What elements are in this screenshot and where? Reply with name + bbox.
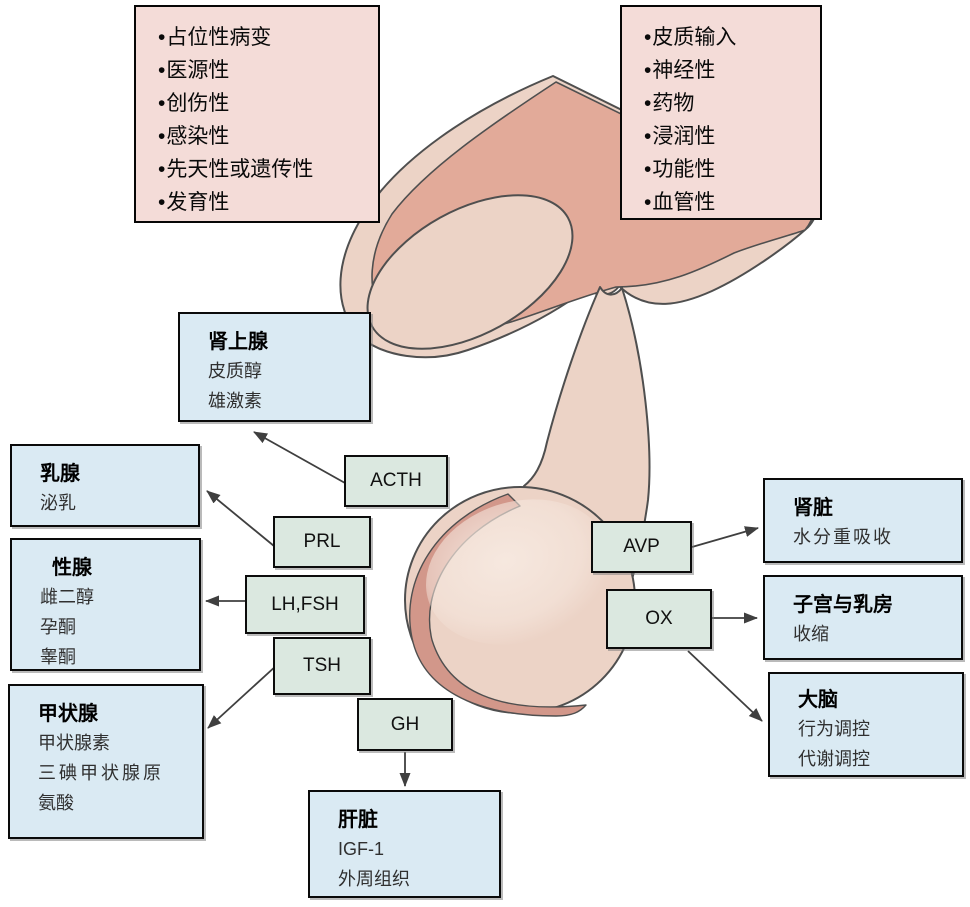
- prl-label: PRL: [303, 531, 341, 552]
- target-box-brain: 大脑 行为调控 代谢调控: [768, 672, 964, 777]
- mammary-line: 泌乳: [40, 493, 76, 513]
- etiology-item: 功能性: [644, 153, 812, 186]
- target-box-liver: 肝脏 IGF-1 外周组织: [308, 790, 501, 898]
- acth-label: ACTH: [370, 470, 422, 491]
- adrenal-title: 肾上腺: [208, 331, 268, 353]
- hormone-box-acth: ACTH: [344, 455, 448, 507]
- pituitary-highlight: [426, 499, 610, 645]
- arrow-avp-to-kidney: [691, 526, 759, 548]
- hypothalamus-oval: [366, 194, 574, 350]
- kidney-title: 肾脏: [793, 497, 833, 519]
- gonad-line: 睾酮: [40, 647, 76, 667]
- etiology-item: 发育性: [158, 186, 370, 219]
- lh-fsh-label: LH,FSH: [271, 593, 339, 615]
- avp-label: AVP: [623, 536, 660, 557]
- gh-label: GH: [390, 713, 420, 735]
- etiology-item: 血管性: [644, 186, 812, 219]
- gonad-title: 性腺: [52, 557, 92, 579]
- adrenal-line: 雄激素: [208, 391, 262, 411]
- thyroid-line: 三碘甲状腺原: [38, 763, 164, 783]
- hormone-box-prl: PRL: [273, 516, 371, 568]
- hormone-box-lh-fsh: LH,FSH: [245, 575, 365, 634]
- uterus-breast-line: 收缩: [793, 624, 829, 644]
- uterus-breast-title: 子宫与乳房: [793, 594, 893, 616]
- arrow-ox-to-brain: [687, 650, 763, 722]
- target-box-mammary: 乳腺 泌乳: [10, 444, 200, 527]
- liver-title: 肝脏: [338, 809, 378, 831]
- gonad-line: 孕酮: [40, 617, 76, 637]
- thyroid-line: 氨酸: [38, 793, 74, 813]
- arrow-acth-to-adrenal: [253, 431, 346, 484]
- kidney-line: 水分重吸收: [793, 527, 893, 547]
- etiology-left-list: 占位性病变 医源性 创伤性 感染性 先天性或遗传性 发育性: [136, 7, 378, 219]
- hormone-box-avp: AVP: [591, 521, 692, 573]
- target-box-thyroid: 甲状腺 甲状腺素 三碘甲状腺原 氨酸: [8, 684, 204, 839]
- hormone-box-gh: GH: [357, 698, 453, 751]
- target-box-gonad: 性腺 雌二醇 孕酮 睾酮: [10, 538, 201, 671]
- gonad-line: 雌二醇: [40, 587, 94, 607]
- etiology-item: 浸润性: [644, 120, 812, 153]
- arrow-prl-to-mammary: [206, 490, 275, 547]
- target-box-adrenal: 肾上腺 皮质醇 雄激素: [178, 312, 371, 422]
- etiology-item: 皮质输入: [644, 21, 812, 54]
- target-box-kidney: 肾脏 水分重吸收: [763, 478, 963, 563]
- ox-label: OX: [645, 608, 673, 629]
- liver-line: IGF-1: [338, 839, 385, 859]
- arrow-tsh-to-thyroid: [207, 664, 278, 729]
- etiology-item: 感染性: [158, 120, 370, 153]
- hormone-box-tsh: TSH: [273, 637, 371, 695]
- etiology-box-hypothalamus-causes: 皮质输入 神经性 药物 浸润性 功能性 血管性: [620, 5, 822, 220]
- etiology-item: 医源性: [158, 54, 370, 87]
- etiology-item: 药物: [644, 87, 812, 120]
- tsh-label: TSH: [303, 655, 341, 676]
- etiology-box-pituitary-causes: 占位性病变 医源性 创伤性 感染性 先天性或遗传性 发育性: [134, 5, 380, 223]
- brain-title: 大脑: [798, 689, 838, 711]
- etiology-item: 占位性病变: [158, 21, 370, 54]
- brain-line: 代谢调控: [798, 749, 870, 769]
- etiology-item: 创伤性: [158, 87, 370, 120]
- thyroid-line: 甲状腺素: [38, 733, 110, 753]
- adrenal-line: 皮质醇: [208, 361, 262, 381]
- hormone-box-ox: OX: [606, 589, 712, 649]
- mammary-title: 乳腺: [40, 463, 80, 485]
- liver-line: 外周组织: [338, 869, 410, 889]
- etiology-right-list: 皮质输入 神经性 药物 浸润性 功能性 血管性: [622, 7, 820, 219]
- thyroid-title: 甲状腺: [38, 703, 98, 725]
- brain-line: 行为调控: [798, 719, 870, 739]
- target-box-uterus-breast: 子宫与乳房 收缩: [763, 575, 963, 660]
- etiology-item: 先天性或遗传性: [158, 153, 370, 186]
- etiology-item: 神经性: [644, 54, 812, 87]
